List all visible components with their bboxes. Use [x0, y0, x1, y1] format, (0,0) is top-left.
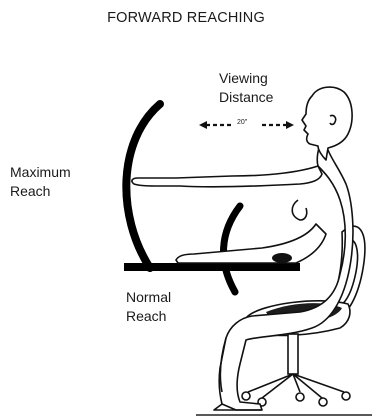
- maximum-reach-label-line2: Reach: [10, 182, 71, 201]
- maximum-reach-label: Maximum Reach: [10, 163, 71, 201]
- normal-reach-label: Normal Reach: [126, 288, 171, 326]
- desk-surface: [124, 263, 300, 271]
- mouse-icon: [272, 253, 292, 263]
- maximum-reach-label-line1: Maximum: [10, 163, 71, 182]
- normal-reach-arc: [224, 206, 240, 292]
- normal-reach-label-line2: Reach: [126, 307, 171, 326]
- viewing-distance-label-line1: Viewing: [219, 69, 273, 88]
- normal-reach-label-line1: Normal: [126, 288, 171, 307]
- viewing-distance-label: Viewing Distance: [219, 69, 273, 107]
- seated-person: [132, 87, 353, 410]
- distance-value: 20": [237, 119, 247, 127]
- diagram-title: FORWARD REACHING: [0, 9, 372, 28]
- viewing-distance-label-line2: Distance: [219, 88, 273, 107]
